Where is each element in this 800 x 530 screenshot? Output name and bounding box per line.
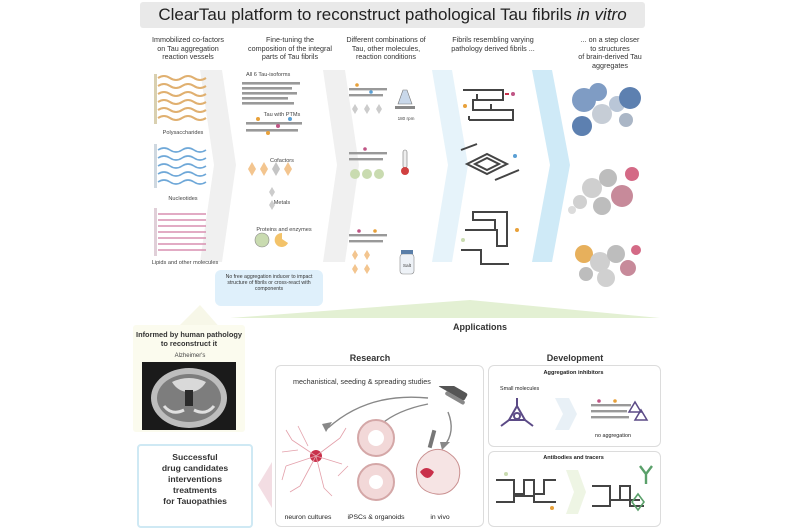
label-in-vivo: in vivo xyxy=(430,514,450,521)
research-subtitle: mechanistical, seeding & spreading studi… xyxy=(293,377,431,386)
no-inducer-note: No free aggregation inducer to impact st… xyxy=(215,270,323,306)
antibody-illustration xyxy=(496,465,653,514)
label-no-aggregation: no aggregation xyxy=(595,433,631,439)
title-bar xyxy=(140,2,645,28)
antibody-arrow xyxy=(566,470,586,514)
condition-1 xyxy=(349,83,415,114)
nucleotide-vessel xyxy=(154,144,207,188)
flow-arrow-2 xyxy=(323,70,359,262)
flow-arrow-1 xyxy=(200,70,236,262)
fibril-3 xyxy=(461,211,519,265)
inhibitors-title: Aggregation inhibitors xyxy=(543,370,604,376)
label-small-molecules: Small molecules xyxy=(500,386,540,392)
antibody-icon xyxy=(639,465,653,484)
label-rpm: 180 rpm xyxy=(397,116,415,121)
neuron-culture-image xyxy=(281,425,349,497)
label-metals: Metals xyxy=(273,200,291,206)
label-proteins: Proteins and enzymes xyxy=(256,227,312,233)
research-illustrations xyxy=(281,386,468,501)
lipid-vessel xyxy=(154,208,206,256)
candidate-arrow xyxy=(258,462,272,508)
organoid-images xyxy=(357,419,395,501)
fibril-after xyxy=(592,485,644,507)
applications-label: Applications xyxy=(452,322,507,332)
cofactor-vessels xyxy=(154,74,207,256)
fibril-before xyxy=(496,472,556,510)
label-isoforms: All 6 Tau-isoforms xyxy=(246,72,291,78)
flow-arrow-3 xyxy=(432,70,468,262)
aggregate-2 xyxy=(568,167,639,215)
development-title: Development xyxy=(546,353,604,363)
label-salt: Salt xyxy=(402,264,412,269)
alzheimers-label: Alzheimer's xyxy=(174,353,206,359)
pipette-icon xyxy=(438,386,468,405)
aggregate-3 xyxy=(575,245,641,287)
research-title: Research xyxy=(349,353,391,363)
tracer-icon xyxy=(631,492,645,512)
brain-mri-image xyxy=(142,362,236,430)
small-molecule-icon xyxy=(500,398,534,427)
fibril-components xyxy=(242,82,302,248)
tau-ptm-icon xyxy=(246,117,302,135)
aggregate-structures xyxy=(568,83,641,287)
pathology-arrow-head xyxy=(175,305,222,330)
inhibitor-arrow xyxy=(555,398,577,430)
label-nucleotides: Nucleotides xyxy=(168,196,198,202)
condition-3 xyxy=(349,229,415,275)
condition-2 xyxy=(349,147,409,179)
tau-isoforms-icon xyxy=(242,82,300,105)
fibril-structures xyxy=(460,89,520,265)
aggregate-1 xyxy=(572,83,641,136)
antibodies-title: Antibodies and tracers xyxy=(543,455,604,461)
label-cofactors: Cofactors xyxy=(270,158,294,164)
flow-arrow-4 xyxy=(532,70,570,262)
polysaccharide-vessel xyxy=(154,74,207,124)
fibril-1 xyxy=(463,89,515,121)
label-polysaccharides: Polysaccharides xyxy=(162,130,204,136)
applications-wedge xyxy=(230,300,660,318)
proteins-enzymes-icon xyxy=(254,232,288,248)
candidates-box: Successful drug candidates interventions… xyxy=(137,444,253,528)
blocked-tau-icon xyxy=(591,399,649,421)
in-vivo-brain-image xyxy=(415,429,461,495)
label-lipids: Lipids and other molecules xyxy=(151,260,219,266)
label-ptms: Tau with PTMs xyxy=(263,112,301,118)
label-ipscs-organoids: iPSCs & organoids xyxy=(347,514,405,521)
reaction-conditions xyxy=(349,83,415,275)
figure-title: ClearTau platform to reconstruct patholo… xyxy=(158,5,627,24)
metal-ions-icon xyxy=(269,187,275,210)
label-neuron-cultures: neuron cultures xyxy=(284,514,332,521)
fibril-2 xyxy=(460,143,520,181)
inhibitor-illustration xyxy=(500,398,649,430)
cofactor-diamonds-icon xyxy=(248,162,292,176)
